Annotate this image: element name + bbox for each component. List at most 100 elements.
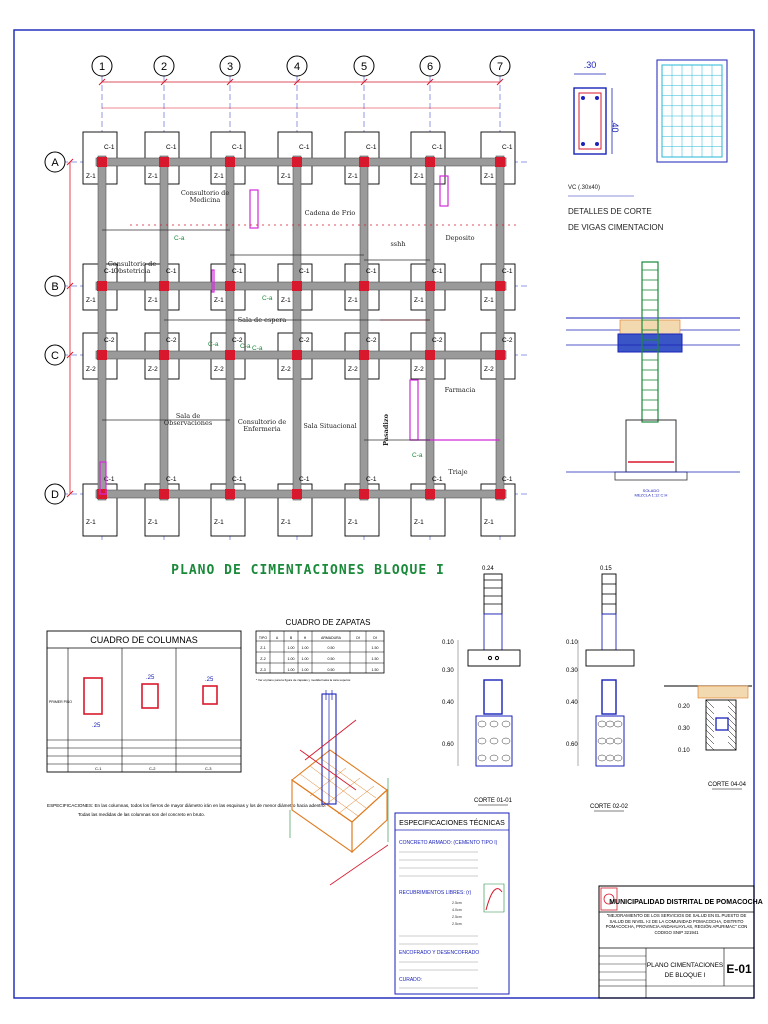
footings-cell: 1.00 [302,646,309,650]
column-label: C-2 [232,337,243,344]
footings-header: Df [373,636,377,640]
footings-header: A [276,636,279,640]
column-label: C-1 [299,144,310,151]
cut-01-dim-4: 0.40 [442,700,454,706]
column [425,157,435,167]
column-label: C-1 [366,268,377,275]
axis-label: 7 [497,61,503,73]
room-label: Pasadizo [382,413,390,446]
technical-specs: ESPECIFICACIONES TÉCNICAS CONCRETO ARMAD… [394,812,510,995]
footing-label: Z-1 [86,173,96,180]
axis-label: 2 [161,61,167,73]
column [225,350,235,360]
beam-tag: C-a [240,343,251,350]
footings-cell: Z-1 [260,646,265,650]
columns-spec-2: Todas las medidas de las columnas son de… [78,812,205,817]
footings-cell: 1.50 [372,646,379,650]
columns-spec-1: ESPECIFICACIONES: En las columnas, todos… [47,803,326,808]
column [425,281,435,291]
column-type-1: C-1 [95,766,102,771]
grade-beam [292,155,302,501]
footing-label: Z-1 [148,519,158,526]
footings-cell: 1.50 [372,668,379,672]
sheet-number: E-01 [726,962,752,976]
column-label: C-1 [432,144,443,151]
column [495,157,505,167]
cut-02-dim-5: 0.60 [566,742,578,748]
footing-label: Z-2 [86,366,96,373]
axis-bubble [489,55,511,77]
cut-01-dim-5: 0.60 [442,742,454,748]
footing-label: Z-1 [214,173,224,180]
column [292,157,302,167]
column-dim-1: .25 [92,723,101,729]
footings-header: Df [356,636,360,640]
footing-label: Z-1 [484,519,494,526]
column-label: C-1 [104,268,115,275]
axis-label: D [51,489,59,501]
room-label: Sala de espera [238,316,287,324]
beam-caption: VC (.30x40) [568,185,600,191]
column-label: C-1 [366,144,377,151]
beam-dim-width: .30 [584,60,597,70]
column [97,350,107,360]
footings-cell: 0.50 [328,646,335,650]
footing-label: Z-1 [484,297,494,304]
column [292,350,302,360]
specs-title: ESPECIFICACIONES TÉCNICAS [399,818,505,827]
column-label: C-1 [432,476,443,483]
cut-04-dim-3: 0.10 [678,748,690,754]
footing-label: Z-1 [348,519,358,526]
cut-02: 0.15 0.10 0.30 0.40 0.60 CORTE 02-02 [566,566,635,812]
column-label: C-2 [104,337,115,344]
beam-tag: C-a [262,295,273,302]
room-label: Sala Situacional [303,422,356,430]
footing-label: Z-1 [414,297,424,304]
column [292,281,302,291]
column [359,350,369,360]
isometric-footing [289,690,389,886]
cut-04: 0.20 0.30 0.10 CORTE 04-04 [664,685,752,790]
axis-label: 1 [99,61,105,73]
column-label: C-1 [104,476,115,483]
cut-04-label: CORTE 04-04 [708,782,747,788]
column-label: C-2 [366,337,377,344]
footings-header: ARMADURA [321,636,342,640]
footings-cell: 1.00 [302,657,309,661]
column [159,489,169,499]
grade-beam [495,155,505,501]
cut-02-dim-2: 0.10 [566,640,578,646]
cut-04-dim-2: 0.30 [678,726,690,732]
column-label: C-1 [232,476,243,483]
beam-tag: C-a [208,341,219,348]
cut-02-dim-1: 0.15 [600,566,612,572]
axis-bubble [219,55,241,77]
beam-section-detail: .30 .40 VC (.30x40) DETALLES DE CORTE DE… [568,59,728,232]
footing-label: Z-1 [348,173,358,180]
axis-bubble [286,55,308,77]
footing-label: Z-1 [86,297,96,304]
footings-cell: 1.00 [288,657,295,661]
room-label: Farmacia [445,386,476,394]
column-label: C-2 [299,337,310,344]
specs-cover: RECUBRIMIENTOS LIBRES: (r) [399,890,471,896]
column [97,281,107,291]
column [225,281,235,291]
beam-tag: C-a [412,452,423,459]
column-label: C-1 [502,476,513,483]
footings-cell: 0.50 [328,668,335,672]
column [97,157,107,167]
column [359,281,369,291]
column-label: C-1 [366,476,377,483]
footing-label: Z-1 [414,519,424,526]
footing-label: Z-2 [148,366,158,373]
footing-label: Z-1 [281,173,291,180]
cut-01-dim-2: 0.10 [442,640,454,646]
axis-bubble [44,275,66,297]
column-label: C-1 [166,268,177,275]
